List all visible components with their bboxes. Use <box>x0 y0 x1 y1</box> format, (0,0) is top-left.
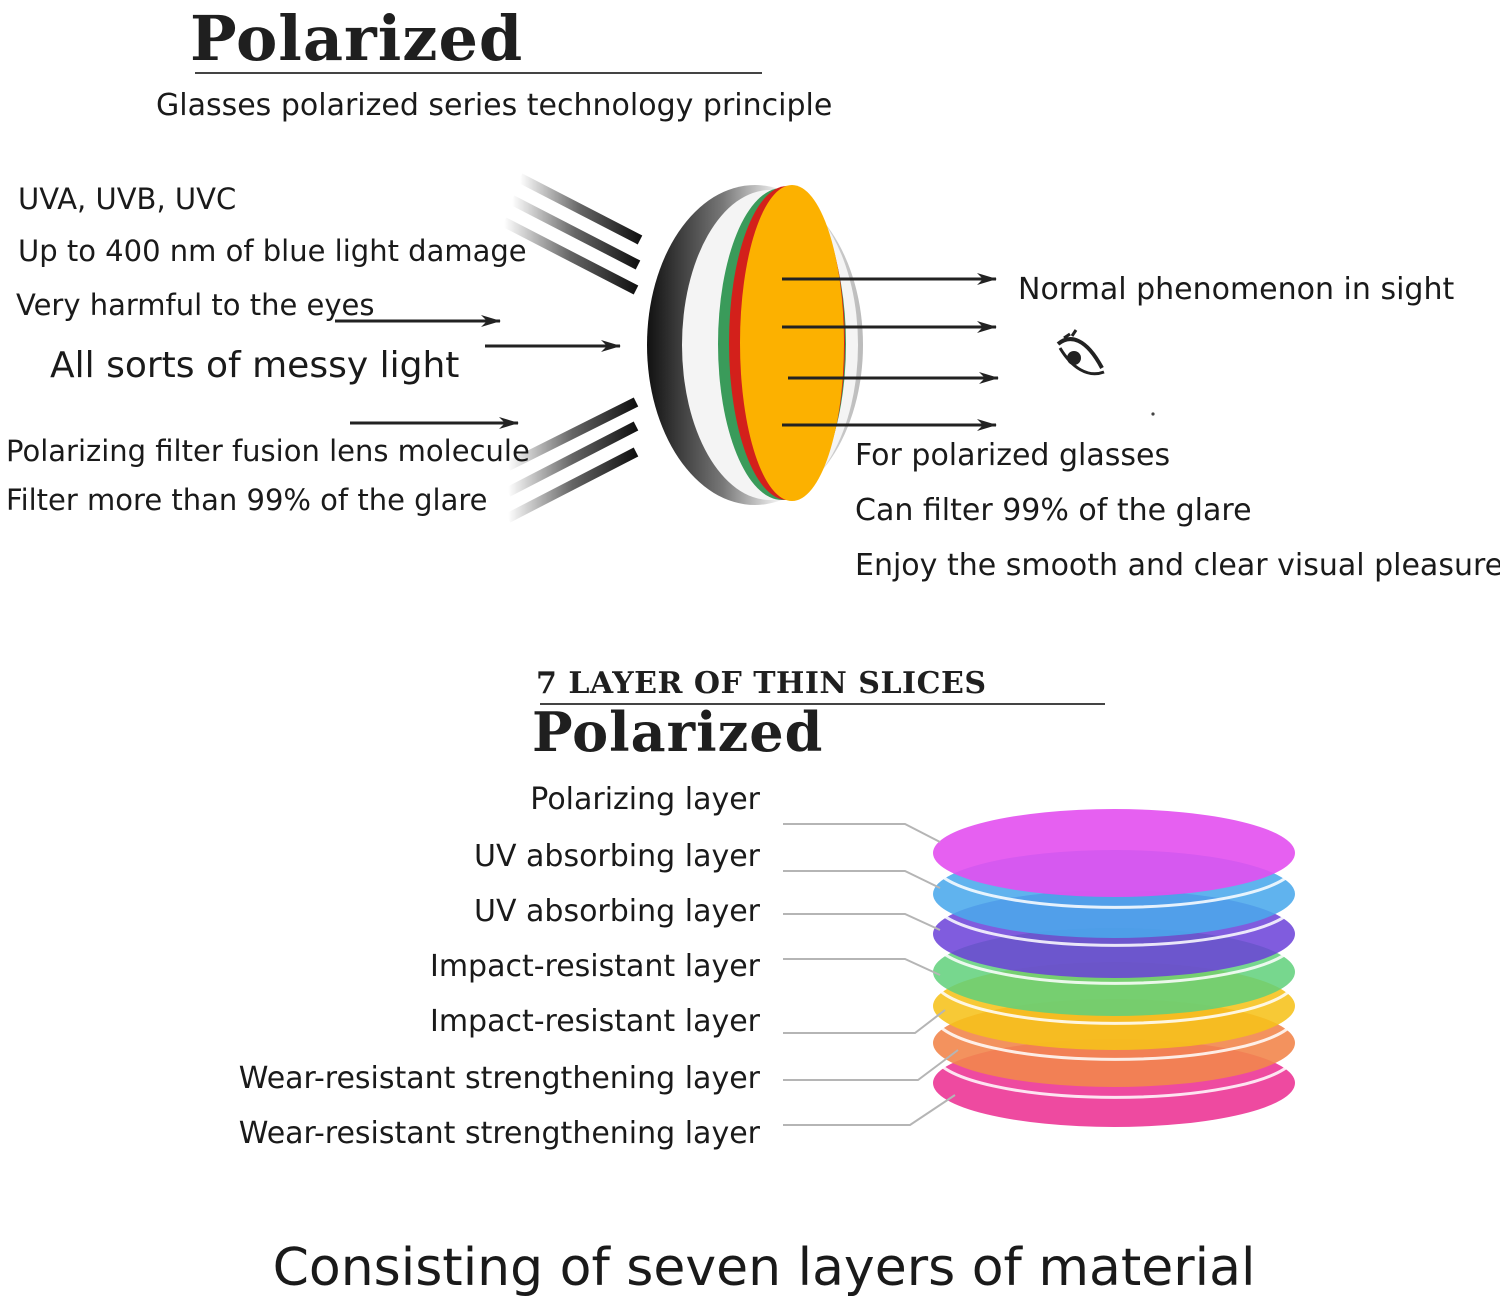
right-text-filter-glare: Can filter 99% of the glare <box>855 493 1252 528</box>
left-text-uv-types: UVA, UVB, UVC <box>18 182 237 216</box>
layers-small-title: 7 LAYER OF THIN SLICES <box>536 666 987 701</box>
footer-caption: Consisting of seven layers of material <box>272 1238 1256 1298</box>
layer-label-wear-resistant-2: Wear-resistant strengthening layer <box>238 1116 760 1151</box>
layer-label-polarizing: Polarizing layer <box>530 782 760 817</box>
left-text-filter-glare: Filter more than 99% of the glare <box>6 483 488 517</box>
left-text-filter-fusion: Polarizing filter fusion lens molecule <box>6 434 530 468</box>
outgoing-arrows <box>782 273 999 431</box>
layer-label-wear-resistant-1: Wear-resistant strengthening layer <box>238 1061 760 1096</box>
layer-label-uv-absorbing-1: UV absorbing layer <box>474 839 760 874</box>
layer-stack <box>933 809 1297 1127</box>
page-title: Polarized <box>190 2 524 75</box>
layer-label-uv-absorbing-2: UV absorbing layer <box>474 894 760 929</box>
page-subtitle: Glasses polarized series technology prin… <box>156 88 833 123</box>
layer-label-impact-resistant-1: Impact-resistant layer <box>429 949 760 984</box>
right-text-visual-pleasure: Enjoy the smooth and clear visual pleasu… <box>855 548 1500 583</box>
dot-mark <box>1151 412 1155 416</box>
eye-icon <box>1056 329 1105 376</box>
polarized-lens <box>647 185 863 505</box>
layers-title: Polarized <box>532 700 824 764</box>
incoming-rays-lower <box>505 397 639 523</box>
incoming-rays-upper <box>501 173 643 295</box>
left-text-messy-light: All sorts of messy light <box>50 345 460 386</box>
layer-disc-0 <box>933 809 1295 897</box>
right-text-polarized-glasses: For polarized glasses <box>855 438 1171 473</box>
left-text-blue-light: Up to 400 nm of blue light damage <box>18 234 527 268</box>
left-text-harmful: Very harmful to the eyes <box>16 288 375 322</box>
right-label-normal-sight: Normal phenomenon in sight <box>1018 272 1455 307</box>
lens-fill <box>740 185 844 501</box>
incoming-arrows <box>335 315 621 429</box>
layer-leader-lines <box>783 823 959 1126</box>
layer-label-impact-resistant-2: Impact-resistant layer <box>429 1004 760 1039</box>
